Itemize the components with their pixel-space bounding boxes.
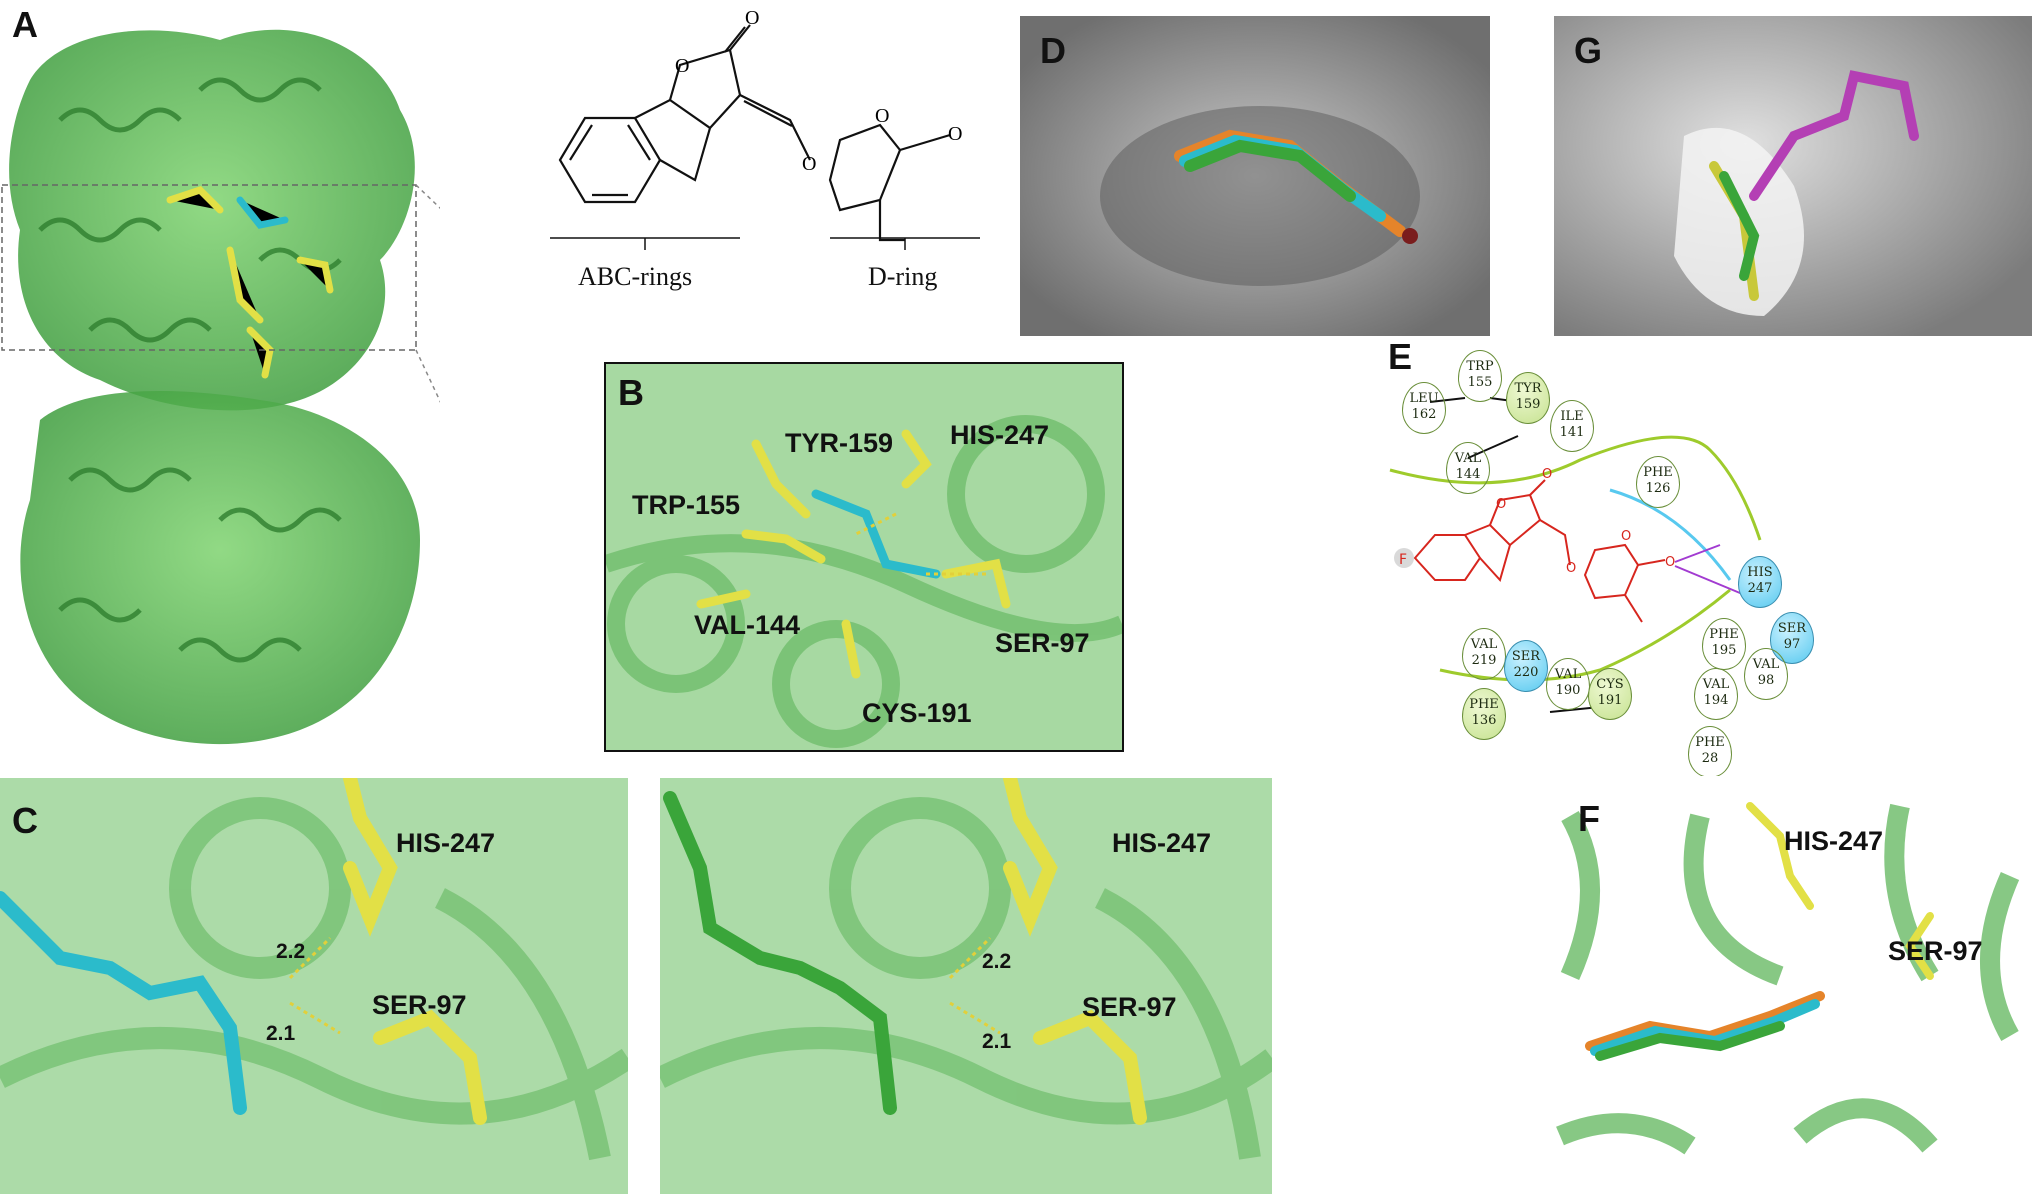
- panel-f-his-label: HIS-247: [1784, 826, 1884, 856]
- svg-text:O: O: [1496, 497, 1506, 512]
- panel-c-ser-label: SER-97: [372, 990, 467, 1020]
- svg-text:O: O: [675, 55, 689, 77]
- svg-text:O: O: [802, 153, 816, 175]
- panel-c2-ser-label: SER-97: [1082, 992, 1177, 1022]
- svg-text:O: O: [1542, 467, 1552, 482]
- residue-label-ser-97: SER-97: [995, 628, 1090, 658]
- residue-label-cys-191: CYS-191: [862, 698, 972, 728]
- panel-d-letter: D: [1040, 30, 1066, 71]
- abc-rings-label: ABC-rings: [578, 262, 693, 291]
- panel-c2-distance-1: 2.2: [982, 950, 1012, 973]
- panel-c-distance-2: 2.1: [266, 1022, 296, 1045]
- panel-b-letter: B: [618, 372, 644, 413]
- residue-label-trp-155: TRP-155: [632, 490, 741, 520]
- panel-e-letter: E: [1388, 336, 1413, 377]
- svg-text:O: O: [745, 10, 759, 29]
- svg-text:O: O: [1566, 561, 1576, 576]
- panel-b-binding-site: [604, 362, 1124, 752]
- panel-f-illustration: [1550, 776, 2032, 1194]
- panel-g-surface: [1554, 16, 2032, 336]
- svg-text:O: O: [1621, 529, 1631, 544]
- panel-c-letter: C: [12, 800, 38, 841]
- panel-f-ser-label: SER-97: [1888, 936, 1983, 966]
- panel-c2-his-label: HIS-247: [1112, 828, 1212, 858]
- panel-c-his-label: HIS-247: [396, 828, 496, 858]
- residue-label-val-144: VAL-144: [694, 610, 801, 640]
- d-ring-label: D-ring: [868, 262, 938, 291]
- panel-d-surface: [1020, 16, 1490, 336]
- residue-label-tyr-159: TYR-159: [785, 428, 894, 458]
- svg-text:O: O: [875, 105, 889, 127]
- svg-text:O: O: [1665, 555, 1675, 570]
- residue-label-his-247: HIS-247: [950, 420, 1050, 450]
- strigolactone-2d-structure: O O O O O: [550, 10, 980, 250]
- panel-a-letter: A: [12, 4, 38, 45]
- panel-c-right-illustration: [660, 778, 1272, 1194]
- panel-c-left-illustration: [0, 778, 628, 1194]
- panel-c2-distance-2: 2.1: [982, 1030, 1012, 1053]
- panel-c-distance-1: 2.2: [276, 940, 306, 963]
- panel-b-illustration: [606, 364, 1122, 750]
- panel-g-letter: G: [1574, 30, 1603, 71]
- panel-f-letter: F: [1578, 798, 1600, 839]
- panel-a-protein-structure: [1, 29, 440, 745]
- svg-text:O: O: [948, 123, 962, 145]
- panel-e-fluorine: F: [1399, 552, 1407, 568]
